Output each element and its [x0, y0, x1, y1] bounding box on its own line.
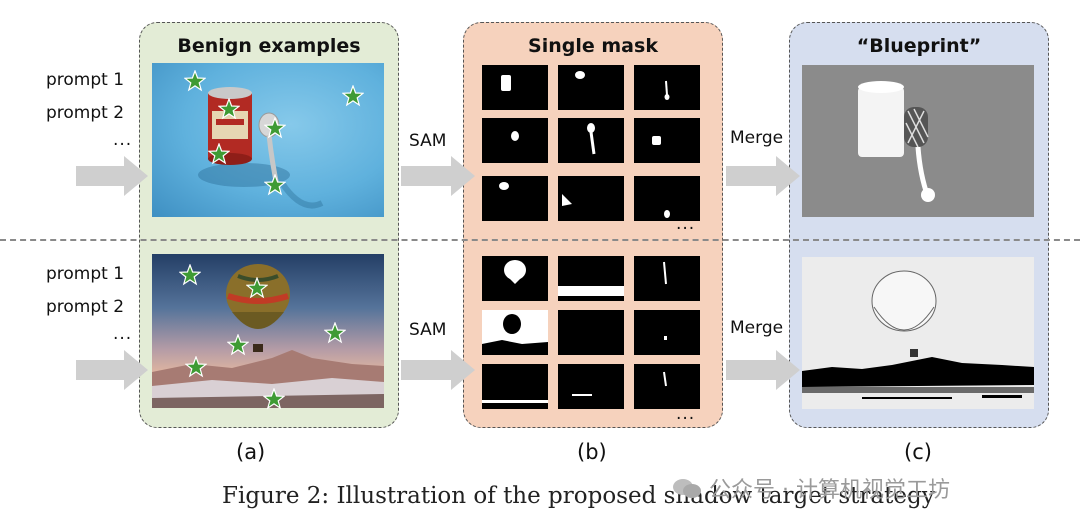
star-point-icon [208, 143, 230, 165]
star-point-icon [264, 174, 286, 196]
wechat-icon [672, 477, 702, 501]
star-point-icon [246, 277, 268, 299]
blueprint-map-can [802, 65, 1034, 217]
merge-label: Merge [730, 318, 784, 338]
single-mask [482, 364, 548, 409]
panel-a-title: Benign examples [177, 35, 361, 57]
sam-label: SAM [409, 131, 447, 151]
star-point-icon [179, 264, 201, 286]
star-point-icon [185, 356, 207, 378]
single-mask [482, 65, 548, 110]
single-mask [558, 176, 624, 221]
single-mask [634, 176, 700, 221]
star-point-icon [227, 334, 249, 356]
single-mask [558, 256, 624, 301]
figure-caption: Figure 2: Illustration of the proposed s… [222, 483, 935, 509]
star-point-icon [264, 117, 286, 139]
single-mask [558, 65, 624, 110]
single-mask [482, 310, 548, 355]
prompt-ellipsis: ... [113, 324, 133, 344]
single-mask [634, 256, 700, 301]
single-mask [634, 118, 700, 163]
star-point-icon [324, 322, 346, 344]
star-point-icon [263, 388, 285, 410]
row-divider [0, 239, 1080, 241]
merge-arrow [726, 156, 800, 196]
watermark: 公众号 · 计算机视觉工坊 [672, 472, 950, 504]
star-point-icon [184, 70, 206, 92]
watermark-text: 公众号 · 计算机视觉工坊 [709, 478, 950, 503]
star-point-icon [342, 85, 364, 107]
prompt-label: prompt 2 [46, 297, 125, 317]
subfigure-label-a: (a) [236, 440, 266, 464]
single-mask [634, 310, 700, 355]
prompt-ellipsis: ... [113, 130, 133, 150]
prompt-label: prompt 2 [46, 103, 125, 123]
input-arrow [76, 350, 148, 390]
blueprint-map-balloon [802, 257, 1034, 409]
sam-arrow [401, 350, 475, 390]
mask-ellipsis: ... [676, 404, 696, 424]
merge-arrow [726, 350, 800, 390]
subfigure-label-c: (c) [904, 440, 932, 464]
input-arrow [76, 156, 148, 196]
single-mask [482, 176, 548, 221]
single-mask [482, 118, 548, 163]
mask-ellipsis: ... [676, 214, 696, 234]
prompt-label: prompt 1 [46, 70, 125, 90]
panel-b-title: Single mask [528, 35, 658, 57]
single-mask [558, 364, 624, 409]
panel-c-title: “Blueprint” [856, 35, 982, 57]
sam-label: SAM [409, 320, 447, 340]
single-mask [482, 256, 548, 301]
merge-label: Merge [730, 128, 784, 148]
single-mask [634, 364, 700, 409]
single-mask [558, 310, 624, 355]
prompt-label: prompt 1 [46, 264, 125, 284]
subfigure-label-b: (b) [577, 440, 607, 464]
star-point-icon [218, 98, 240, 120]
single-mask [634, 65, 700, 110]
sam-arrow [401, 156, 475, 196]
single-mask [558, 118, 624, 163]
